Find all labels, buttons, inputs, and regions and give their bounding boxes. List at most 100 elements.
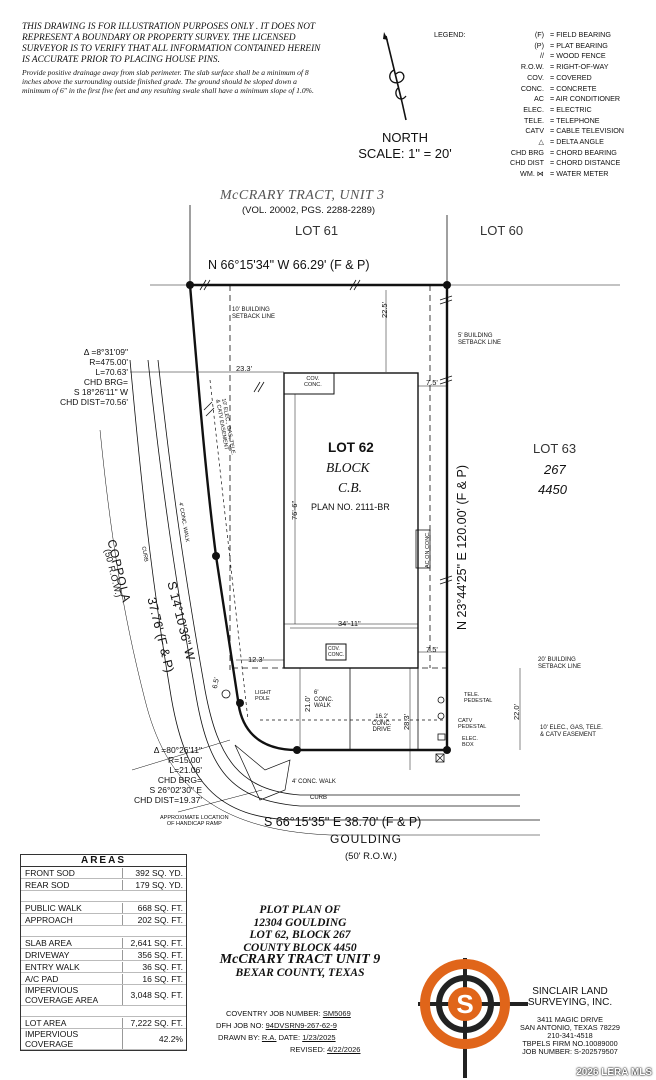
- curve1-line: L=70.63': [95, 367, 128, 377]
- areas-value: 42.2%: [158, 1034, 183, 1044]
- title-line-3: LOT 62, BLOCK 267: [249, 929, 351, 941]
- areas-label: DRIVEWAY: [21, 949, 123, 960]
- legend-key: CHD DIST: [510, 158, 544, 168]
- areas-value: 668 SQ. FT.: [137, 902, 183, 913]
- goulding-street: GOULDING: [330, 832, 403, 846]
- curve2-line: S 26°02'30" E: [149, 785, 202, 795]
- block-label: BLOCK: [326, 460, 370, 475]
- curve2-line: R=15.00': [168, 755, 202, 765]
- dim-7-5-bottom: 7.5': [426, 645, 438, 654]
- legend-value: = WATER METER: [550, 169, 609, 179]
- coventry-label: COVENTRY JOB NUMBER:: [226, 1009, 321, 1018]
- legend-item: △= DELTA ANGLE: [482, 137, 624, 148]
- lot62-label: LOT 62: [328, 440, 374, 455]
- legend-value: = CHORD BEARING: [550, 147, 617, 157]
- drainage-note: Provide positive drainage away from slab…: [22, 68, 314, 96]
- legend-item: CONC.= CONCRETE: [482, 84, 624, 95]
- drawn-label: DRAWN BY:: [218, 1033, 260, 1042]
- scale-label: SCALE: 1" = 20': [358, 146, 452, 161]
- north-arrow-icon: [383, 32, 407, 121]
- areas-value: 36 SQ. FT.: [142, 961, 183, 972]
- areas-row: DRIVEWAY 356 SQ. FT.: [21, 949, 186, 961]
- curve2-line: Δ =80°26'11": [153, 745, 202, 755]
- east-boundary-label: N 23°44'25" E 120.00' (F & P): [455, 465, 469, 630]
- surveyor-info: SINCLAIR LAND SURVEYING, INC. 3411 MAGIC…: [505, 986, 635, 1056]
- areas-label: SLAB AREA: [21, 937, 123, 948]
- handicap-ramp: APPROXIMATE LOCATION OF HANDICAP RAMP: [160, 815, 229, 827]
- curve2-line: CHD DIST=19.37': [134, 795, 202, 805]
- areas-value: 3,048 SQ. FT.: [130, 990, 183, 1000]
- areas-value: 356 SQ. FT.: [137, 949, 183, 960]
- legend-item: CHD BRG = CHORD BEARING: [482, 148, 624, 159]
- legend-key: CHD BRG: [510, 147, 544, 157]
- legend-item: (F)= FIELD BEARING: [482, 30, 624, 41]
- surveyor-firm: TBPELS FIRM NO.10089000: [522, 1039, 618, 1048]
- legend-key: COV.: [527, 72, 544, 82]
- areas-label: LOT AREA: [21, 1017, 123, 1028]
- setback-20: 20' BUILDING SETBACK LINE: [538, 657, 582, 670]
- areas-value: 16 SQ. FT.: [142, 973, 183, 984]
- legend-value: = WOOD FENCE: [550, 51, 606, 61]
- areas-value: 392 SQ. YD.: [135, 867, 183, 878]
- legend-value: = COVERED: [550, 72, 592, 82]
- entry-walk: 6' CONC. WALK: [314, 690, 334, 709]
- legend-key: ELEC.: [523, 104, 544, 114]
- title-line-5: McCRARY TRACT UNIT 9: [219, 952, 381, 967]
- cov-conc-top: COV. CONC.: [304, 376, 322, 388]
- coventry-number: SM5069: [322, 1009, 351, 1018]
- areas-label: APPROACH: [21, 914, 123, 925]
- areas-row: IMPERVIOUS COVERAGE AREA 3,048 SQ. FT.: [21, 985, 186, 1006]
- surveyor-name: SINCLAIR LAND SURVEYING, INC.: [527, 986, 613, 1008]
- legend-value: = AIR CONDITIONER: [550, 94, 621, 104]
- lot63-label: LOT 63: [533, 441, 577, 456]
- curve2-line: CHD BRG=: [157, 775, 202, 785]
- easement-south: 10' ELEC., GAS, TELE. & CATV EASEMENT: [540, 725, 603, 738]
- legend-value: = CONCRETE: [550, 83, 597, 93]
- legend-key: (F): [534, 30, 544, 39]
- dim-76-6: 76'-6": [290, 500, 299, 520]
- elec-box: ELEC. BOX: [462, 736, 478, 748]
- legend-item: COV. = COVERED: [482, 73, 624, 84]
- dim-22-5: 22.5': [380, 301, 389, 318]
- mls-watermark: 2026 LERA MLS: [576, 1067, 652, 1078]
- areas-label: REAR SOD: [21, 879, 123, 890]
- legend-item: ELEC.= ELECTRIC: [482, 105, 624, 116]
- legend-value: = RIGHT-OF-WAY: [550, 62, 609, 72]
- legend-key: (P): [534, 40, 544, 50]
- curve1-line: Δ =8°31'09": [83, 347, 128, 357]
- dfh-number: 94DVSRN9-267-62-9: [265, 1021, 337, 1030]
- title-line-4: COUNTY BLOCK 4450: [243, 941, 357, 954]
- lot60-label: LOT 60: [480, 223, 524, 238]
- curve2-line: L=21.06': [169, 765, 202, 775]
- south-boundary-label: S 66°15'35" E 38.70' (F & P): [264, 815, 422, 829]
- areas-value: 7,222 SQ. FT.: [130, 1017, 183, 1028]
- lot63-block: 267: [544, 462, 566, 477]
- areas-row: FRONT SOD 392 SQ. YD.: [21, 867, 186, 879]
- surveyor-addr2: SAN ANTONIO, TEXAS 78229: [520, 1023, 620, 1032]
- catv-pedestal: CATV PEDESTAL: [458, 718, 487, 730]
- legend-key: TELE.: [524, 115, 544, 125]
- legend-value: = TELEPHONE: [550, 115, 600, 125]
- areas-label: IMPERVIOUS COVERAGE: [21, 1029, 123, 1049]
- areas-row: IMPERVIOUS COVERAGE 42.2%: [21, 1029, 186, 1050]
- curve1-line: CHD DIST=70.56': [60, 397, 128, 407]
- title-line-6: BEXAR COUNTY, TEXAS: [235, 966, 365, 979]
- areas-label: IMPERVIOUS COVERAGE AREA: [21, 985, 123, 1005]
- areas-label: A/C PAD: [21, 973, 123, 984]
- legend-value: = CHORD DISTANCE: [550, 158, 621, 168]
- areas-label: ENTRY WALK: [21, 961, 123, 972]
- areas-label: FRONT SOD: [21, 867, 123, 878]
- legend-item: (P)= PLAT BEARING: [482, 41, 624, 52]
- dim-23-3: 23.3': [236, 364, 253, 373]
- areas-row: ENTRY WALK 36 SQ. FT.: [21, 961, 186, 973]
- tele-pedestal: TELE. PEDESTAL: [464, 692, 493, 704]
- revised-label: REVISED:: [290, 1045, 326, 1054]
- curve2-data: Δ =80°26'11"R=15.00'L=21.06'CHD BRG=S 26…: [110, 745, 202, 805]
- legend-title: LEGEND:: [434, 30, 466, 39]
- title-block: PLOT PLAN OF 12304 GOULDING LOT 62, BLOC…: [190, 904, 410, 979]
- dim-7-5-top: 7.5': [426, 378, 438, 387]
